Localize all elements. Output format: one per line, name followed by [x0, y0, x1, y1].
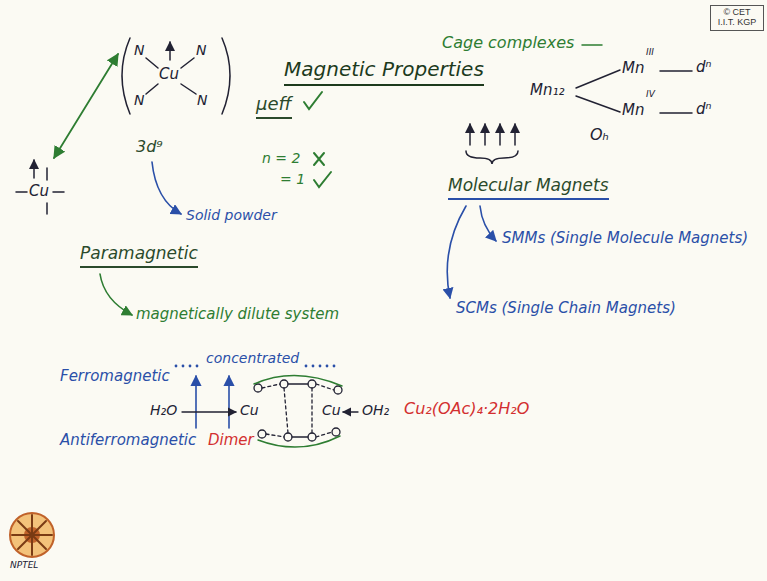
double-arrow	[54, 54, 118, 158]
heading: Cage complexes	[442, 34, 574, 52]
logo-text: NPTEL	[10, 560, 38, 570]
note: magnetically dilute system	[136, 306, 339, 323]
formula: Cu₂(OAc)₄·2H₂O	[404, 400, 529, 418]
bridge-curve	[254, 375, 342, 386]
oxidation-state: III	[646, 47, 654, 57]
term: Dimer	[208, 432, 254, 449]
pointer-arrow	[480, 206, 496, 241]
copper-sketch	[16, 160, 64, 214]
term: SMMs (Single Molecule Magnets)	[502, 230, 767, 247]
term: Ferromagnetic	[60, 368, 170, 385]
spin-arrows	[466, 124, 518, 164]
cross-mark	[314, 153, 324, 165]
cluster-label: Mn₁₂	[530, 82, 564, 99]
atom-label: Mn	[622, 102, 644, 119]
note: n = 2	[262, 150, 300, 166]
square-planar-complex	[122, 38, 230, 114]
heading: Paramagnetic	[80, 244, 198, 268]
atom-label: N	[134, 92, 144, 108]
atom-label: Cu	[159, 66, 179, 83]
oxidation-state: IV	[646, 89, 655, 99]
check-mark	[304, 92, 322, 109]
term: SCMs (Single Chain Magnets)	[456, 300, 746, 317]
term: concentrated	[206, 350, 299, 366]
ligand-label: OH₂	[362, 402, 389, 418]
note: Solid powder	[186, 207, 277, 223]
symmetry-label: Oₕ	[590, 126, 609, 144]
atom-label: N	[196, 42, 206, 58]
term: Antiferromagnetic	[60, 432, 196, 449]
atom-label: Cu	[29, 183, 49, 200]
pointer-arrow	[447, 206, 466, 298]
copyright-box: © CET I.I.T. KGP	[710, 5, 764, 31]
heading: Molecular Magnets	[448, 176, 609, 200]
pointer-arrow	[152, 162, 181, 214]
atom-label: N	[134, 42, 144, 58]
configuration: 3d⁹	[136, 138, 163, 156]
pointer-arrow	[100, 274, 132, 315]
ligand-label: H₂O	[150, 402, 177, 418]
atom-label: Mn	[622, 60, 644, 77]
note: = 1	[280, 171, 305, 187]
bridge-curve	[258, 436, 340, 447]
configuration: dⁿ	[696, 59, 712, 76]
moment-symbol: μeff	[256, 94, 292, 119]
up-arrow	[196, 376, 229, 428]
atom-label: Cu	[322, 402, 341, 418]
atom-label: N	[197, 92, 207, 108]
title: Magnetic Properties	[284, 58, 484, 86]
atom-label: Cu	[240, 402, 259, 418]
check-mark	[314, 172, 331, 187]
configuration: dⁿ	[696, 101, 712, 118]
copyright-text: © CET I.I.T. KGP	[718, 7, 757, 27]
nptel-logo	[10, 513, 54, 557]
